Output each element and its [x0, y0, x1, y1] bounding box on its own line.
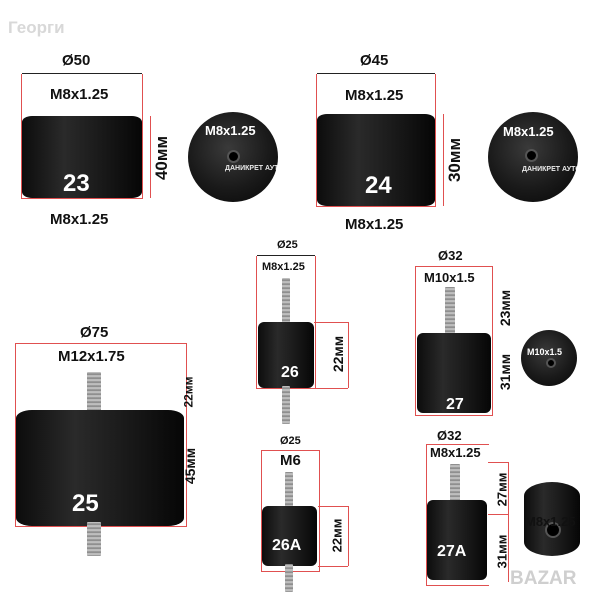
item-25-number: 25 — [72, 490, 99, 517]
logo-watermark: ДАНИКРЕТ АУТО — [225, 165, 284, 172]
item-27a-top-tick — [488, 462, 508, 463]
item-25-thread: M12x1.75 — [58, 348, 125, 365]
item-25-height-line — [186, 410, 187, 526]
item-27a-end-view — [524, 482, 580, 556]
item-23-diameter: Ø50 — [62, 52, 91, 69]
watermark-top-left: Георги — [8, 18, 65, 37]
item-27a-mount — [427, 500, 487, 580]
item-26a-height-bottom — [318, 566, 348, 567]
item-24-height: 30мм — [445, 137, 465, 183]
item-27a-right-line — [508, 462, 509, 582]
item-27-mount — [417, 333, 491, 413]
item-26-height-top — [314, 322, 348, 323]
item-23-top-thread: M8x1.25 — [50, 86, 109, 103]
item-27-end-view-thread: M10x1.5 — [527, 347, 563, 357]
item-27a-end-view-thread: M8x1.25 — [525, 514, 576, 529]
item-26a-height: 22мм — [329, 518, 345, 553]
item-27-height: 31мм — [497, 353, 514, 391]
item-25-bolt-height: 22мм — [181, 376, 196, 408]
item-24-number: 24 — [365, 172, 392, 199]
item-26a-height-top — [318, 506, 348, 507]
item-26-thread: M8x1.25 — [262, 261, 305, 273]
item-26a-mount — [262, 506, 317, 566]
item-27a-number: 27A — [437, 543, 467, 560]
item-24-diameter-line — [317, 73, 435, 74]
item-26-mount — [258, 322, 314, 388]
item-25-bottom-bolt — [87, 522, 101, 556]
item-26-height-line — [348, 322, 349, 388]
item-27a-thread: M8x1.25 — [430, 445, 481, 460]
item-23-number: 23 — [63, 170, 90, 197]
item-24-top-thread: M8x1.25 — [345, 87, 404, 104]
item-26-height-bottom — [314, 388, 348, 389]
item-27-top-bolt — [445, 287, 455, 335]
item-23-height: 40мм — [152, 135, 172, 181]
item-23-end-view-thread: M8x1.25 — [205, 123, 256, 138]
item-27-end-view-hole — [546, 358, 556, 368]
item-23-end-view-hole — [227, 150, 240, 163]
item-24-end-view-thread: M8x1.25 — [503, 124, 554, 139]
item-24-height-line — [443, 114, 444, 206]
item-27a-diameter: Ø32 — [437, 428, 462, 443]
item-26-top-bolt — [282, 278, 290, 324]
item-23-mount — [22, 116, 142, 198]
item-26a-number: 26A — [272, 537, 302, 554]
item-26-height: 22мм — [330, 335, 347, 373]
item-24-mount — [317, 114, 435, 206]
item-23-bottom-thread: M8x1.25 — [50, 211, 109, 228]
logo-watermark: ДАНИКРЕТ АУТО — [522, 166, 581, 173]
watermark-bazar: BAZAR — [510, 568, 577, 589]
item-26a-diameter: Ø25 — [280, 435, 301, 447]
item-25-top-bolt — [87, 372, 101, 414]
item-27-bolt-height: 23мм — [497, 289, 514, 327]
item-27-bolt-height-line — [492, 286, 493, 333]
item-26a-bottom-bolt — [285, 564, 293, 592]
item-26a-thread: M6 — [280, 452, 301, 469]
item-24-end-view-hole — [525, 149, 538, 162]
item-24-dim-box — [316, 74, 436, 207]
item-27-diameter: Ø32 — [438, 248, 463, 263]
item-26-diameter: Ø25 — [277, 239, 298, 251]
item-26a-height-line — [348, 506, 349, 566]
item-26-number: 26 — [281, 364, 299, 381]
item-27a-height: 31мм — [494, 534, 510, 569]
item-25-mount — [16, 410, 184, 526]
item-26-diameter-line — [257, 255, 315, 256]
item-26a-top-bolt — [285, 472, 293, 508]
item-27a-bolt-height: 27мм — [494, 472, 510, 507]
item-27a-top-bolt — [450, 464, 460, 504]
item-24-diameter: Ø45 — [360, 52, 389, 69]
item-25-diameter: Ø75 — [80, 324, 109, 341]
item-27-thread: M10x1.5 — [424, 270, 475, 285]
item-27-height-line — [492, 333, 493, 413]
item-24-bottom-thread: M8x1.25 — [345, 216, 404, 233]
item-23-diameter-line — [22, 73, 142, 74]
item-27-number: 27 — [446, 396, 464, 413]
item-27a-end-view-hole — [545, 522, 561, 538]
item-27a-mid-tick — [488, 514, 508, 515]
item-26-bottom-bolt — [282, 386, 290, 424]
item-27a-dim-box — [426, 444, 489, 586]
item-23-dim-box — [21, 74, 143, 199]
item-25-bolt-height-line — [186, 370, 187, 410]
item-23-height-line — [150, 116, 151, 198]
item-25-height: 45мм — [182, 447, 199, 485]
